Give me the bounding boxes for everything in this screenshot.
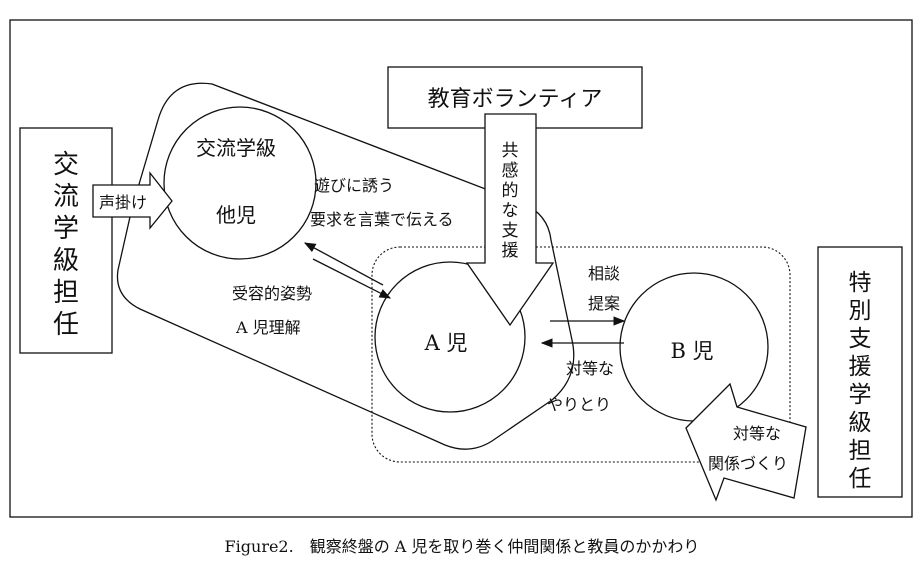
other-children-circle [163,106,317,260]
empathic-support-label: 共感的な支援 [502,141,519,261]
koryu-teacher-box [19,127,113,354]
request-words-label: 要求を言葉で伝える [310,210,454,229]
class-region [116,82,575,450]
empathic-support-arrow [465,113,555,327]
koegake-label: 声掛け [99,193,147,212]
child-b-label: B 児 [670,339,713,363]
dotted-region [371,246,791,463]
equal-2-label: 対等な [733,424,781,443]
understand-a-label: A 児理解 [235,318,301,337]
relation-making-arrow [685,382,807,502]
arrow-to-other-children [303,242,384,286]
koryu-class-label: 交流学級 [196,136,276,160]
consult-label: 相談 [588,264,620,283]
special-teacher-label: 特別支援学級担任 [849,270,872,492]
equal-1-label: 対等な [566,359,614,378]
special-teacher-box [817,246,903,498]
propose-label: 提案 [588,294,620,313]
arrow-to-child-a [312,258,392,299]
koryu-teacher-label: 交流学級担任 [53,150,79,340]
other-children-label: 他児 [216,203,256,227]
koegake-arrow [92,171,173,230]
relation-making-label: 関係づくり [708,454,788,473]
outer-frame [9,19,913,518]
figure-caption: Figure2. 観察終盤の A 児を取り巻く仲間関係と教員のかかわり [224,537,700,556]
child-a-circle [374,261,526,413]
child-a-label: A 児 [424,331,468,355]
receptive-label: 受容的姿勢 [232,284,312,303]
volunteer-label: 教育ボランティア [428,87,603,112]
invite-play-label: 遊びに誘う [314,176,394,195]
exchange-label: やりとり [547,395,611,414]
